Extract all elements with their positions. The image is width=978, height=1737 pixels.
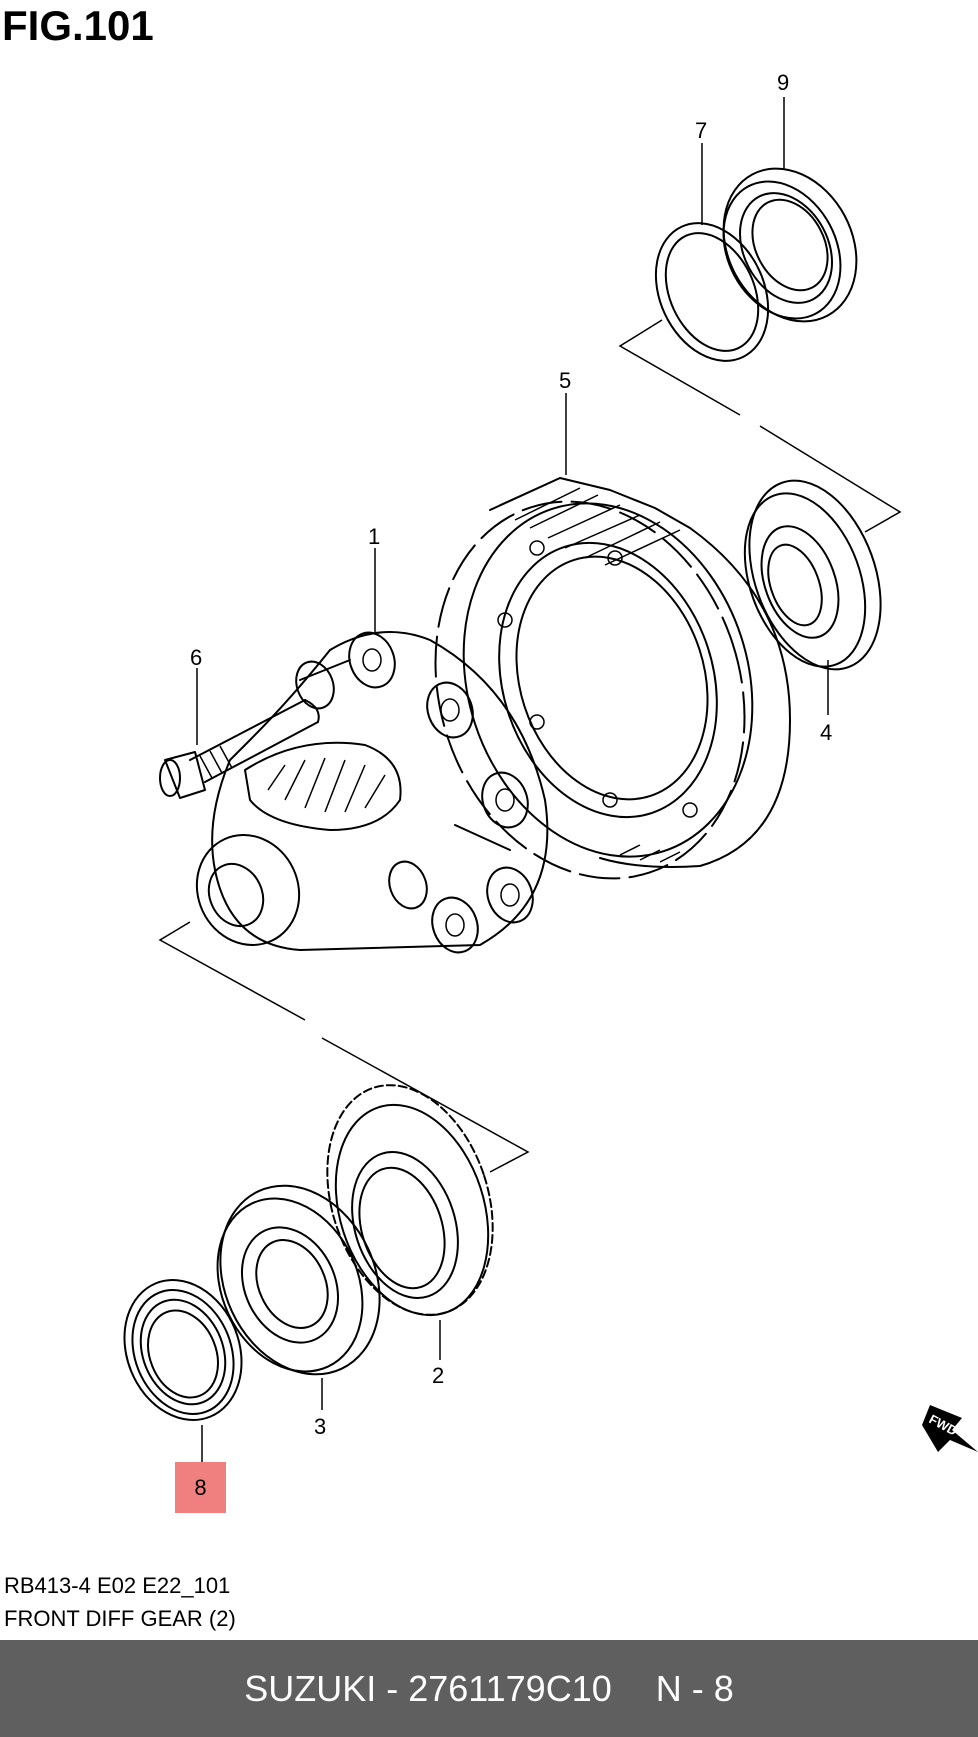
part-2-side-gear[interactable] [299,1064,520,1337]
callout-leaders [196,97,829,1462]
footer-bar: SUZUKI - 2761179C10 N - 8 [0,1640,978,1737]
part-8-oil-seal[interactable] [104,1262,262,1437]
part-6-bolt[interactable] [159,699,320,799]
callout-6[interactable]: 6 [190,645,202,670]
callout-1[interactable]: 1 [368,524,380,549]
part-3-bearing[interactable] [190,1159,409,1400]
callout-5[interactable]: 5 [559,368,571,393]
part-number: SUZUKI - 2761179C10 [244,1667,612,1709]
lower-assembly-guide [158,921,530,1173]
fwd-arrow-icon: FWD [922,1405,978,1452]
part-1-differential-case[interactable] [179,626,549,962]
callout-7[interactable]: 7 [695,118,707,143]
position-code: N - 8 [655,1667,734,1709]
figure-title: FIG.101 [2,2,154,49]
callout-4[interactable]: 4 [820,720,832,745]
callout-3[interactable]: 3 [314,1414,326,1439]
callout-9[interactable]: 9 [777,70,789,95]
model-code: RB413-4 E02 E22_101 [4,1573,231,1598]
callout-2[interactable]: 2 [432,1363,444,1388]
part-4-bearing[interactable] [723,462,905,687]
figure-description: FRONT DIFF GEAR (2) [4,1606,236,1631]
part-5-ring-gear[interactable] [388,461,797,919]
part-7-shim[interactable] [634,205,789,379]
part-9-oil-seal[interactable] [698,145,883,344]
callout-8-highlighted[interactable]: 8 [175,1462,226,1513]
upper-assembly-guide [618,319,902,533]
